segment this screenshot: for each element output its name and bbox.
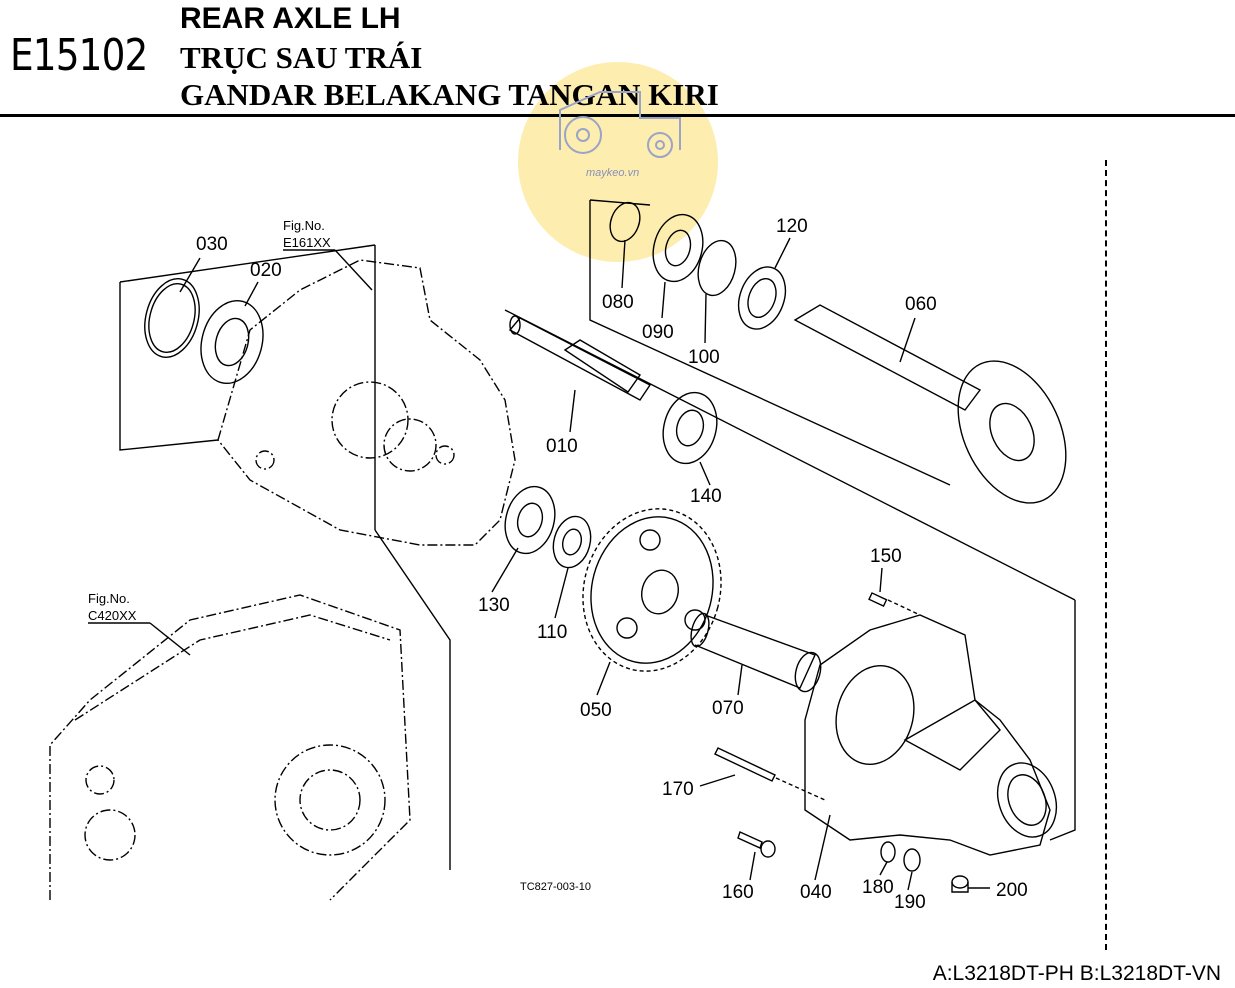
part-040-axle-housing: [804, 614, 1058, 856]
part-150-pin: [868, 592, 888, 608]
label-160: 160: [722, 882, 754, 903]
watermark-logo: [518, 62, 718, 262]
title-indonesian: GANDAR BELAKANG TANGAN KIRI: [180, 77, 719, 112]
bracket-left-housing: [119, 282, 219, 451]
diagram-code: E15102: [10, 30, 148, 81]
label-100: 100: [688, 347, 720, 368]
label-110: 110: [537, 622, 567, 643]
label-080: 080: [602, 292, 634, 313]
transmission-case-edge: [374, 529, 451, 870]
part-010-pinion-shaft: [508, 315, 652, 401]
part-160-bolt: [737, 831, 776, 858]
part-170-stud: [714, 747, 776, 782]
label-140: 140: [690, 486, 722, 507]
transmission-case-c420xx: [49, 594, 411, 901]
title-vietnamese: TRỤC SAU TRÁI: [180, 40, 423, 75]
label-120: 120: [776, 216, 808, 237]
figref-c420xx-leader: [149, 622, 191, 656]
part-140-bearing: [662, 391, 718, 465]
figref-e161xx-label: Fig.No.: [283, 218, 325, 233]
part-080-seal: [609, 201, 641, 243]
label-150: 150: [870, 546, 902, 567]
header-rule: [0, 114, 1235, 117]
part-190-nut: [903, 848, 921, 872]
label-060: 060: [905, 294, 937, 315]
label-070: 070: [712, 698, 744, 719]
housing-e161xx: [217, 259, 516, 546]
part-110-nut: [552, 515, 592, 569]
label-040: 040: [800, 882, 832, 903]
part-090-bearing: [652, 213, 704, 283]
part-200-plug: [951, 875, 969, 893]
figref-c420xx-label: Fig.No.: [88, 591, 130, 606]
watermark-text: maykeo.vn: [586, 167, 639, 179]
part-170-axis: [775, 777, 826, 801]
bracket-axle-group: [589, 200, 951, 486]
part-030-snap-ring: [144, 278, 200, 358]
bracket-housing: [1049, 600, 1076, 841]
part-130-bearing: [504, 485, 556, 555]
part-070-sleeve: [690, 612, 822, 693]
label-050: 050: [580, 700, 612, 721]
bracket-top-housing: [119, 244, 376, 283]
assembly-axis-line: [504, 309, 1076, 601]
label-200: 200: [996, 880, 1028, 901]
bracket-axle-top: [589, 199, 651, 206]
label-180: 180: [862, 877, 894, 898]
label-090: 090: [642, 322, 674, 343]
model-codes: A:L3218DT-PH B:L3218DT-VN: [932, 962, 1221, 985]
label-130: 130: [478, 595, 510, 616]
leader-lines: [179, 237, 990, 891]
part-020-bearing: [200, 299, 264, 385]
figref-c420xx-number: C420XX: [88, 608, 137, 623]
part-060-rear-axle: [793, 304, 1067, 504]
drawing-reference: TC827-003-10: [520, 881, 591, 893]
title-english: REAR AXLE LH: [180, 2, 401, 35]
right-dashed-line: [1105, 160, 1107, 950]
figref-e161xx-leader: [334, 249, 373, 291]
label-190: 190: [894, 892, 926, 913]
label-170: 170: [662, 779, 694, 800]
part-120-oil-seal: [737, 266, 787, 330]
label-030: 030: [196, 234, 228, 255]
label-020: 020: [250, 260, 282, 281]
part-100-snap-ring: [697, 239, 737, 297]
watermark-tractor-icon: [559, 91, 681, 158]
label-010: 010: [546, 436, 578, 457]
part-150-axis: [887, 599, 921, 616]
part-050-final-gear: [582, 508, 722, 672]
part-180-washer: [880, 841, 896, 863]
figref-e161xx-number: E161XX: [283, 235, 331, 250]
